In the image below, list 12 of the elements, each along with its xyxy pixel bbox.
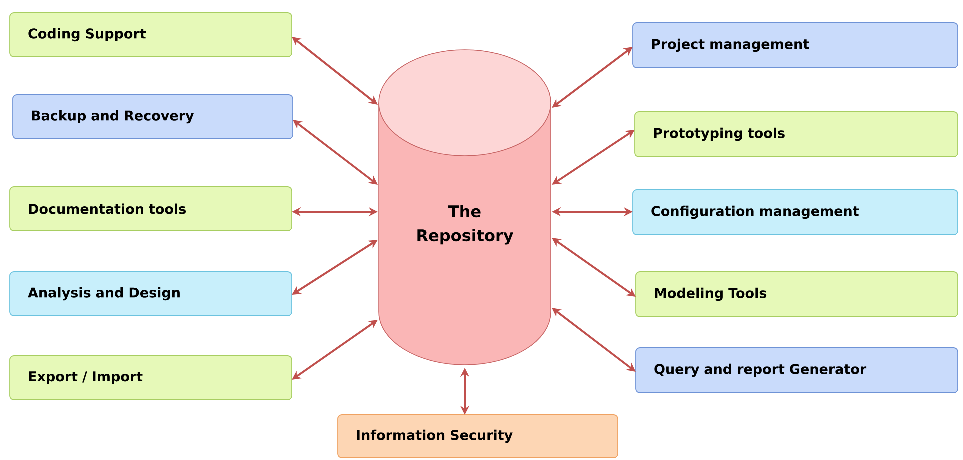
process-box: Backup and Recovery [12,94,294,140]
process-box: Prototyping tools [634,112,958,158]
process-box: Configuration management [632,190,958,236]
process-box: Analysis and Design [10,272,292,316]
process-box: Coding Support [10,12,292,58]
process-box: Export / Import [10,356,292,400]
process-box: Documentation tools [10,186,292,232]
process-box: Project management [632,22,958,68]
process-box: Query and report Generator [636,348,958,394]
repository-cylinder: The Repository [378,50,552,366]
process-box: Information Security [338,414,618,458]
process-box: Modeling Tools [636,272,958,318]
